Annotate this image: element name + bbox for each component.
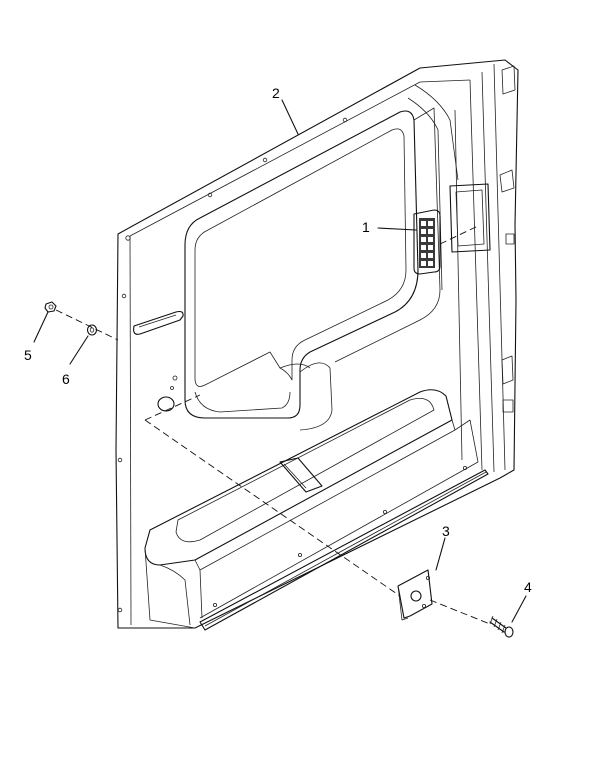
- callout-2: 2: [272, 85, 280, 101]
- nut: [44, 301, 57, 313]
- mounting-bracket: [397, 569, 433, 621]
- door-trim-panel: [115, 59, 519, 631]
- callout-6: 6: [62, 371, 70, 387]
- callout-5: 5: [24, 347, 32, 363]
- callout-3: 3: [442, 523, 450, 539]
- washer: [86, 324, 98, 336]
- leader-lines: [33, 99, 527, 623]
- screw: [489, 615, 514, 638]
- callout-1: 1: [362, 219, 370, 235]
- callout-4: 4: [524, 579, 532, 595]
- window-switch-panel: [413, 209, 441, 275]
- assembly-lines: [55, 225, 491, 625]
